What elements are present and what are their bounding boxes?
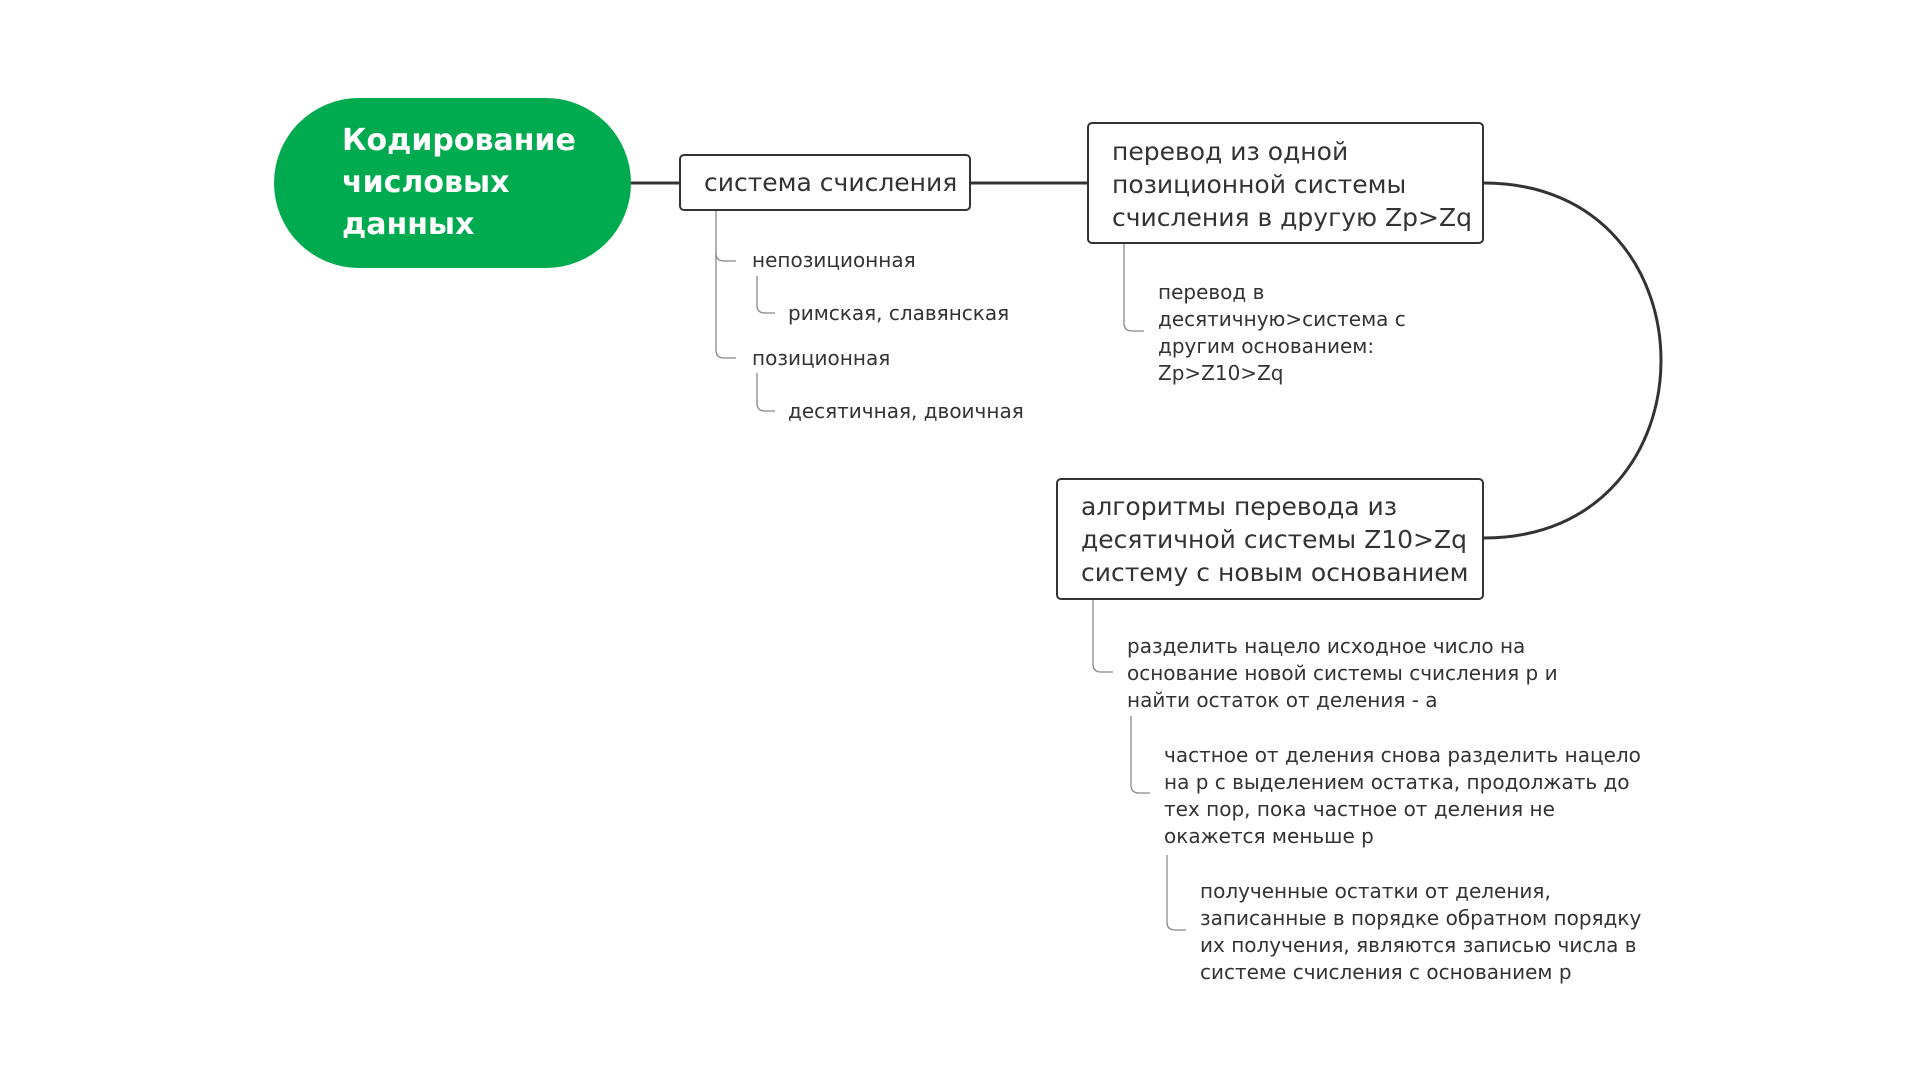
connector-positional-decimal — [756, 373, 775, 412]
topic-number-system-label: система счисления — [704, 168, 958, 197]
topic-number-system[interactable]: система счисления — [679, 154, 971, 211]
connector-nonpositional-roman — [756, 276, 775, 314]
connector-step2-step3 — [1166, 855, 1186, 931]
topic-conversion[interactable]: перевод из одной позиционной системы счи… — [1087, 122, 1484, 244]
subtopic-decimal-binary[interactable]: десятичная, двоичная — [788, 399, 1024, 423]
connector-transfer-decimal — [1123, 244, 1144, 332]
root-label: Кодирование числовых данных — [342, 123, 576, 242]
subtopic-nonpositional[interactable]: непозиционная — [752, 248, 916, 272]
topic-algorithms[interactable]: алгоритмы перевода из десятичной системы… — [1056, 478, 1484, 600]
step-repeat-division[interactable]: частное от деления снова разделить нацел… — [1164, 743, 1641, 848]
topic-algorithms-label: алгоритмы перевода из десятичной системы… — [1081, 492, 1469, 587]
connector-system-nonpositional — [715, 211, 736, 262]
connector-step1-step2 — [1130, 716, 1150, 794]
connector-system-positional — [715, 253, 736, 359]
connector-algorithm-step1 — [1092, 600, 1113, 673]
subtopic-positional[interactable]: позиционная — [752, 346, 891, 370]
connector-transfer-algorithm — [1483, 181, 1663, 540]
root-node[interactable]: Кодирование числовых данных — [274, 98, 631, 268]
subtopic-via-decimal[interactable]: перевод в десятичную>система с другим ос… — [1158, 280, 1406, 385]
subtopic-roman-slavic[interactable]: римская, славянская — [788, 301, 1010, 325]
step-divide[interactable]: разделить нацело исходное число на основ… — [1127, 634, 1558, 712]
topic-conversion-label: перевод из одной позиционной системы счи… — [1112, 137, 1472, 232]
step-read-remainders[interactable]: полученные остатки от деления, записанны… — [1200, 879, 1642, 984]
